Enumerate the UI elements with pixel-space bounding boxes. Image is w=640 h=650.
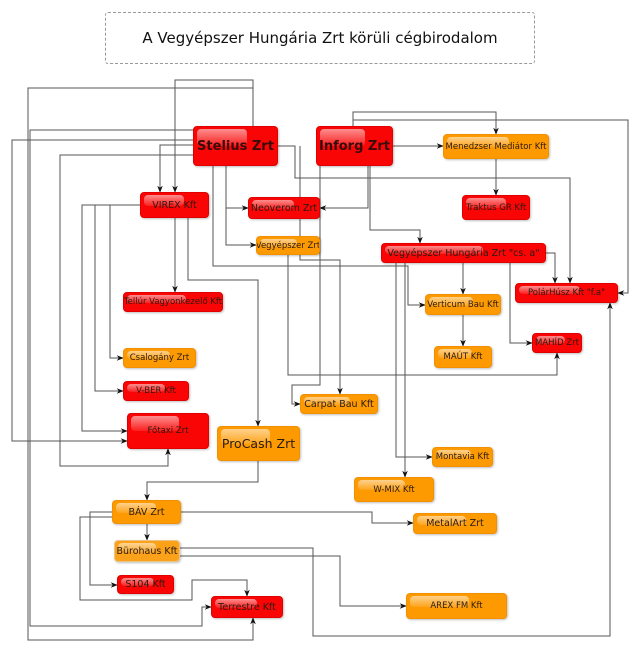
node-label: Stelius Zrt bbox=[197, 138, 274, 154]
edge-verticum-to-maut bbox=[212, 166, 426, 308]
node-label: MAÚT Kft bbox=[443, 352, 483, 362]
node-procash[interactable]: ProCash Zrt bbox=[217, 426, 300, 461]
edge-stelius-to-polarhusz bbox=[546, 252, 558, 284]
node-metalart[interactable]: MetalArt Zrt bbox=[413, 513, 497, 534]
node-label: PolárHúsz Kft "f.a" bbox=[527, 288, 605, 298]
node-mahid[interactable]: MAHÍD Zrt bbox=[532, 333, 582, 353]
edge-inforg-to-vegyepszer_hungaria bbox=[225, 166, 257, 248]
node-carpat[interactable]: Carpat Bau Kft bbox=[300, 394, 378, 414]
edge-inforg-to-polarhusz bbox=[278, 145, 573, 284]
edge-burohaus-to-polarhusz bbox=[180, 555, 407, 609]
edge-burohaus-to-arex bbox=[89, 511, 118, 588]
edge-bav-to-burohaus bbox=[181, 511, 414, 526]
node-label: Montavia Kft bbox=[435, 452, 490, 462]
node-label: Menedzser Mediátor Kft bbox=[445, 141, 547, 152]
node-label: Traktus GR Kft bbox=[465, 202, 527, 213]
node-verticum[interactable]: Verticum Bau Kft bbox=[425, 294, 501, 315]
diagram-title: A Vegyépszer Hungária Zrt körüli cégbiro… bbox=[105, 12, 535, 64]
node-label: Vegyépszer Zrt bbox=[256, 240, 320, 251]
edge-inforg-to-virex bbox=[157, 144, 193, 193]
node-label: MAHÍD Zrt bbox=[535, 338, 579, 348]
edge-vegyepszer_hungaria-to-wmix bbox=[395, 263, 433, 460]
edge-virex-to-tellur bbox=[352, 119, 629, 296]
node-label: Terrestre Kft bbox=[218, 601, 276, 613]
node-label: S104 Kft bbox=[125, 579, 166, 590]
node-label: Verticum Bau Kft bbox=[427, 299, 499, 310]
edge-inforg-to-neoverom bbox=[225, 166, 249, 211]
node-label: Bürohaus Kft bbox=[116, 545, 178, 557]
edge-vegyepszer-to-mahid bbox=[509, 263, 533, 346]
node-arex[interactable]: AREX FM Kft bbox=[406, 593, 507, 619]
node-traktus[interactable]: Traktus GR Kft bbox=[462, 195, 530, 220]
edge-virex-to-csalogany bbox=[287, 255, 560, 376]
node-s104[interactable]: S104 Kft bbox=[117, 575, 174, 594]
node-menedzser[interactable]: Menedzser Mediátor Kft bbox=[443, 134, 549, 159]
node-label: Inforg Zrt bbox=[319, 138, 390, 154]
node-terrestre[interactable]: Terrestre Kft bbox=[211, 596, 283, 618]
node-label: Tellúr Vagyonkezelő Kft bbox=[123, 297, 223, 307]
edge-virex-to-vber bbox=[109, 204, 148, 361]
edge-vegyepszer_hungaria-to-polarhusz bbox=[369, 166, 423, 244]
edge-bav-to-terrestre bbox=[180, 302, 613, 637]
node-burohaus[interactable]: Bürohaus Kft bbox=[114, 540, 180, 562]
node-tellur[interactable]: Tellúr Vagyonkezelő Kft bbox=[123, 292, 223, 312]
node-label: Főtaxi Zrt bbox=[147, 426, 189, 436]
node-label: Vegyépszer Hungária Zrt "cs. a" bbox=[387, 247, 540, 259]
edge-virex-to-procash bbox=[59, 154, 193, 467]
node-montavia[interactable]: Montavia Kft bbox=[432, 447, 493, 467]
edge-stelius-to-vegyepszer bbox=[319, 166, 369, 211]
node-vber[interactable]: V-BER Kft bbox=[123, 381, 189, 401]
node-label: BÁV Zrt bbox=[128, 506, 165, 518]
node-inforg[interactable]: Inforg Zrt bbox=[316, 126, 393, 166]
edge-stelius-to-fotaxi bbox=[11, 139, 193, 444]
node-csalogany[interactable]: Csalogány Zrt bbox=[123, 348, 196, 368]
node-label: W-MIX Kft bbox=[373, 484, 415, 495]
node-label: Csalogány Zrt bbox=[129, 353, 190, 363]
node-bav[interactable]: BÁV Zrt bbox=[112, 500, 181, 524]
node-vegyepszer[interactable]: Vegyépszer Zrt bbox=[256, 236, 320, 255]
node-label: MetalArt Zrt bbox=[426, 518, 484, 529]
edge-vegyepszer_hungaria-to-montavia bbox=[187, 218, 261, 427]
edge-stelius-to-terrestre bbox=[29, 129, 212, 627]
node-wmix[interactable]: W-MIX Kft bbox=[354, 477, 434, 502]
edge-stelius-to-neoverom bbox=[352, 111, 499, 135]
edge-stelius-to-terrestre bbox=[79, 516, 250, 601]
node-polarhusz[interactable]: PolárHúsz Kft "f.a" bbox=[515, 283, 618, 303]
edge bbox=[27, 87, 256, 641]
node-label: AREX FM Kft bbox=[430, 601, 483, 611]
node-vegyepszer-hungaria[interactable]: Vegyépszer Hungária Zrt "cs. a" bbox=[381, 243, 546, 263]
edge-bav-to-metalart bbox=[144, 461, 259, 501]
node-label: Carpat Bau Kft bbox=[304, 398, 374, 410]
node-neoverom[interactable]: Neoverom Zrt bbox=[248, 197, 320, 219]
node-stelius[interactable]: Stelius Zrt bbox=[193, 126, 278, 166]
node-label: Neoverom Zrt bbox=[250, 202, 318, 214]
node-label: V-BER Kft bbox=[136, 386, 176, 396]
node-label: ProCash Zrt bbox=[221, 436, 296, 451]
node-maut[interactable]: MAÚT Kft bbox=[434, 346, 492, 368]
node-label: VIREX Kft bbox=[152, 199, 197, 211]
node-virex[interactable]: VIREX Kft bbox=[140, 192, 209, 218]
node-fotaxi[interactable]: Főtaxi Zrt bbox=[127, 413, 209, 449]
edge-virex-to-fotaxi bbox=[291, 166, 321, 407]
edge-stelius-to-fotaxi bbox=[81, 204, 148, 434]
